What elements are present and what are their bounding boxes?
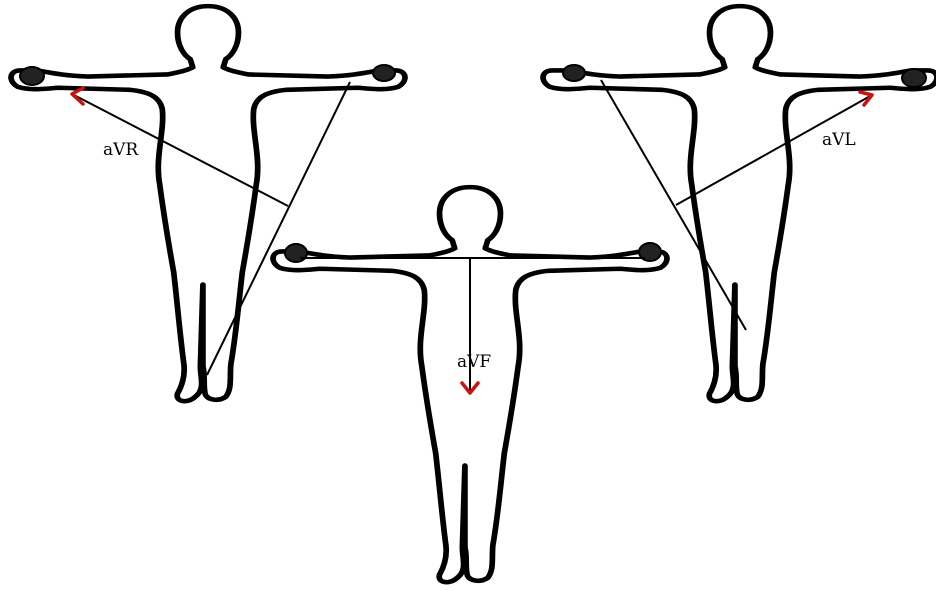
body-outline-avl xyxy=(543,6,936,401)
avf-label: aVF xyxy=(457,352,491,372)
body-outline-avr xyxy=(11,6,405,401)
avr-label: aVR xyxy=(103,140,139,160)
left-hand-avr xyxy=(373,65,395,81)
figure-avl-group: aVL xyxy=(543,6,936,401)
figure-avf-group: aVF xyxy=(273,187,667,582)
right-hand-avf xyxy=(285,244,307,262)
figure-avr-group: aVR xyxy=(11,6,405,401)
right-hand-avl xyxy=(563,65,585,81)
left-hand-avl xyxy=(902,69,926,87)
right-hand-avr xyxy=(20,67,44,85)
avl-label: aVL xyxy=(822,130,856,150)
